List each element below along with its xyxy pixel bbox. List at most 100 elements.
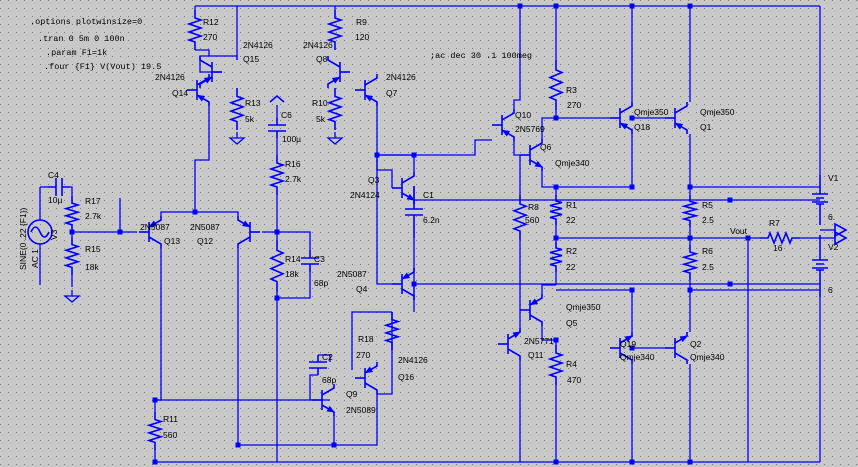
resistor-body [547,60,565,110]
spice-directives: .options plotwinsize=0.tran 0 5m 0 100n.… [30,17,532,72]
resistor-body [186,10,204,50]
resistor-ref: R18 [358,334,374,344]
transistor-ref: Q16 [398,372,414,382]
resistor-body [268,155,286,195]
transistor-model: Qmje340 [555,158,590,168]
transistor-model: 2N5771 [524,336,554,346]
source-v3[interactable]: SINE(0 .22 {F1})AC 1V3 [18,207,59,270]
resistor-value: 470 [567,375,581,385]
sine-source-icon [27,219,53,245]
wire [351,311,392,320]
supply-v2[interactable]: V26 [812,235,839,297]
resistor-r2[interactable]: R2 22 [549,242,577,272]
wire [541,117,610,139]
transistor-ref: Q1 [700,122,712,132]
transistor-arrow [148,220,158,228]
sine-wave-icon [30,226,50,238]
capacitor-value: 100µ [282,134,301,144]
resistor-r6[interactable]: R62.5 [681,245,714,280]
transistor-collector [401,172,415,184]
transistor-arrow [529,298,539,306]
wire [689,134,820,188]
resistor-ref: R5 [702,200,713,210]
junction [687,459,693,465]
transistor-arrow [331,76,341,84]
battery-icon [812,193,828,205]
transistor-collector [619,102,633,114]
wire [72,198,137,233]
wire [334,394,378,446]
transistor-model: 2N4126 [386,72,416,82]
spice-directive: .options plotwinsize=0 [30,17,142,27]
capacitor-c1[interactable]: C16.2n [405,186,440,238]
resistor-value: 18k [85,262,99,272]
transistor-arrow [196,94,206,102]
wire [195,49,210,56]
transistor-ref: Q7 [386,88,398,98]
resistor-ref: R3 [566,85,577,95]
resistor-value: 560 [525,215,539,225]
wire [70,186,73,196]
transistor-ref: Q8 [316,54,328,64]
resistor-ref: R11 [163,414,178,424]
resistor-value: 2.5 [702,262,714,272]
junction [727,281,733,287]
resistor-body [228,88,246,130]
components[interactable]: V16.V26R12270Q152N4126Q142N4126R135kR912… [18,10,839,450]
transistor-ref: Q12 [197,236,213,246]
resistor-value: 270 [203,32,217,42]
capacitor-value: 68p [322,375,336,385]
capacitor-value: 6.2n [423,215,440,225]
transistor-ref: Q19 [620,339,636,349]
resistor-ref: R2 [566,246,577,256]
junction [727,197,733,203]
junction [517,3,523,9]
transistor-model: 2N5087 [337,269,367,279]
resistor-ref: R17 [85,196,101,206]
wire [376,106,492,156]
resistor-ref: R13 [245,98,261,108]
junction [553,337,559,343]
supply-v1[interactable]: V16. [812,173,839,225]
transistor-collector [529,314,543,326]
resistor-r5[interactable]: R52.5 [680,195,714,227]
transistor-model: 2N5769 [515,124,545,134]
transistor-q7[interactable]: Q7 2N4126 [355,72,416,106]
resistor-value: 22 [566,262,576,272]
